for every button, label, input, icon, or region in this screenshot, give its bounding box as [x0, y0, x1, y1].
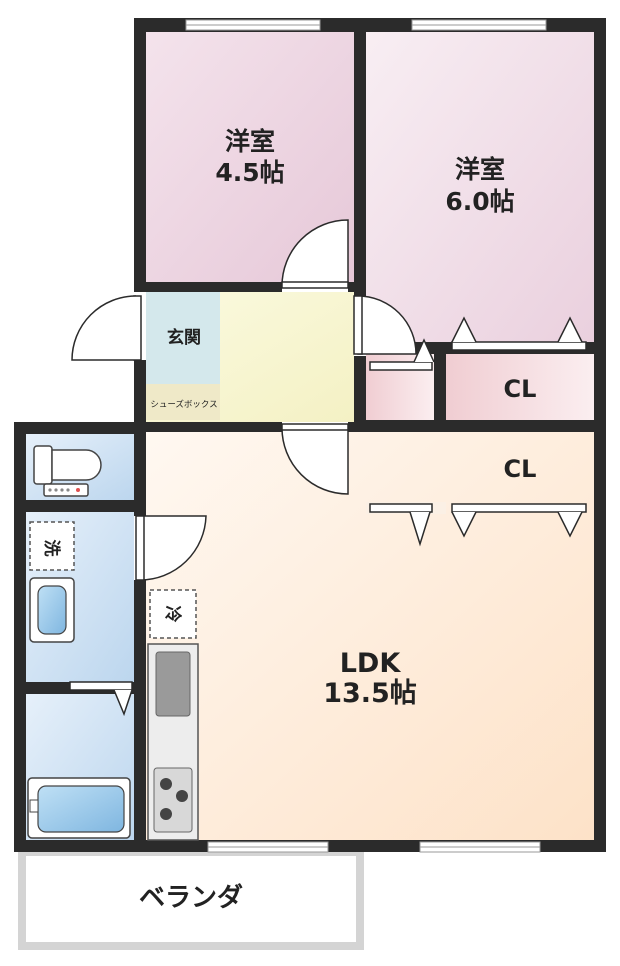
fridge-label: 冷: [162, 606, 183, 623]
closet-upper-area: [446, 354, 594, 420]
door-western-large-swing: [357, 295, 417, 355]
room-ldk-area: [146, 432, 594, 840]
washer-label: 洗: [41, 540, 62, 557]
entrance-label: 玄関: [167, 327, 201, 348]
fridge-spot: [149, 589, 197, 639]
closet-lower-label: CL: [504, 455, 537, 483]
door-western-small-swing: [281, 219, 349, 287]
room-western-small-name: 洋室: [225, 127, 275, 156]
door-ldk-swing: [281, 427, 349, 495]
shoebox-area: [146, 384, 220, 420]
kitchen-counter: [147, 643, 199, 841]
entrance-tile: [146, 292, 220, 384]
veranda-label: ベランダ: [139, 882, 243, 913]
room-western-large-area: [366, 32, 594, 342]
room-ldk-size: 13.5帖: [323, 678, 417, 709]
closet-upper-label: CL: [504, 375, 537, 403]
wash-basin-icon: [29, 577, 75, 643]
veranda: [18, 848, 364, 950]
room-western-small-size: 4.5帖: [215, 158, 284, 187]
toilet-icon: [33, 445, 102, 497]
room-western-large-name: 洋室: [455, 155, 505, 184]
bathroom-door: [69, 681, 133, 717]
entrance-door-swing: [71, 295, 137, 361]
room-ldk-name: LDK: [340, 648, 402, 679]
closet-doors: [369, 316, 587, 547]
sink-icon: [155, 651, 191, 717]
bathtub-icon: [27, 777, 131, 839]
washer-spot: [29, 521, 75, 571]
room-western-large-size: 6.0帖: [445, 187, 514, 216]
shoebox-label: シューズボックス: [150, 399, 217, 410]
door-washroom-swing: [139, 515, 207, 581]
